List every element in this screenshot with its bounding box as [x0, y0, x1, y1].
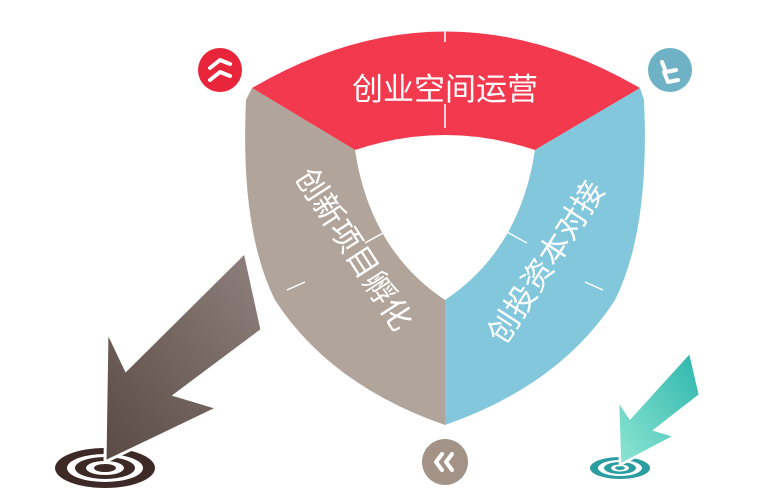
segment-venture-capital[interactable]	[445, 88, 645, 425]
target-right-icon	[590, 457, 650, 479]
arrow-left	[103, 249, 264, 465]
double-chevron-left-icon[interactable]	[422, 439, 468, 485]
segment-project-incubation[interactable]	[245, 88, 445, 425]
double-chevron-down-icon[interactable]	[648, 48, 692, 92]
arrow-right	[616, 349, 702, 468]
segment-startup-space[interactable]	[252, 31, 640, 151]
segment-label-startup-space: 创业空间运营	[352, 72, 538, 108]
double-chevron-up-icon[interactable]	[198, 48, 242, 92]
divider-ticks	[286, 15, 604, 291]
target-left-icon	[55, 448, 155, 488]
